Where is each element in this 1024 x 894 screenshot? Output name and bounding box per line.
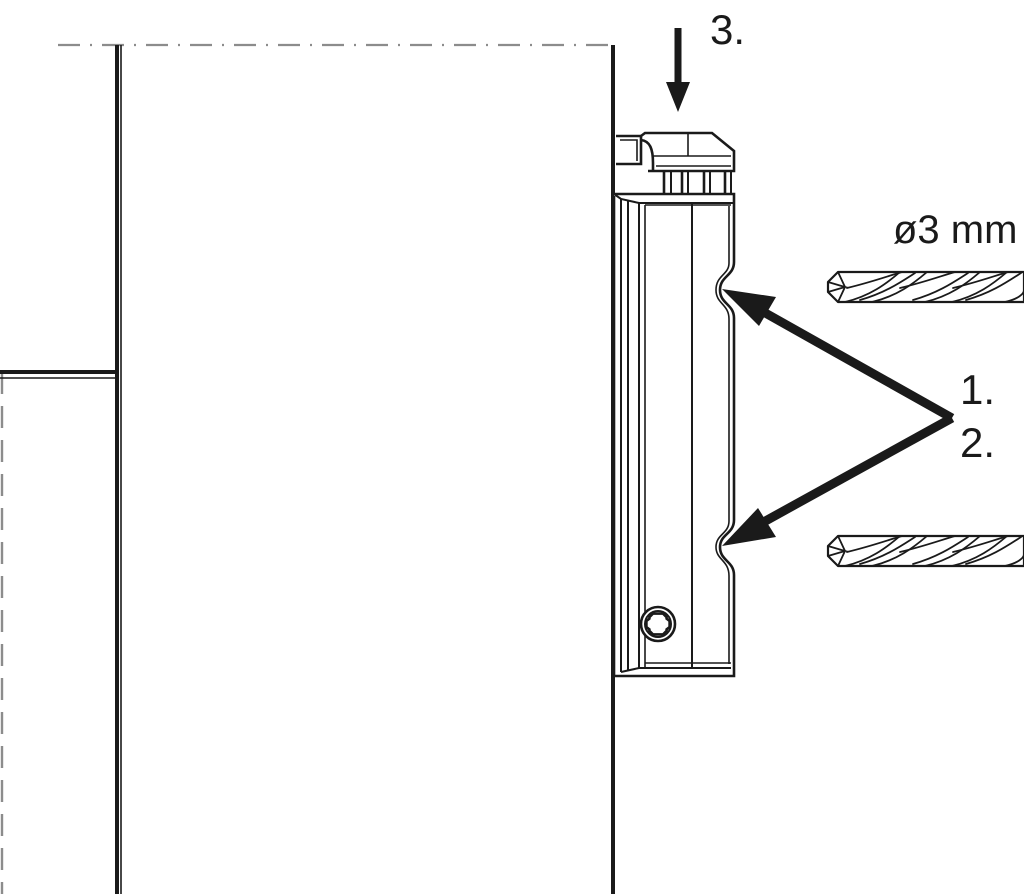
drill-bit-upper-flute-3 [924, 271, 981, 303]
drill-bit-lower-flute-1 [844, 535, 901, 567]
step-1-arrow-shaft [757, 306, 955, 422]
cap-left-tab-inner [620, 139, 638, 161]
cap-left-tab-outline [616, 134, 643, 166]
hinge-plate-body-fill [614, 194, 734, 676]
drill-bit-upper-flute-2 [871, 271, 928, 303]
plate-right-inner-hairline [715, 206, 730, 664]
step-2-arrow-shaft [757, 414, 955, 528]
cap-main-fill [648, 134, 734, 170]
drill-bit-upper-land-4 [912, 272, 969, 301]
drill-bit-upper-land-1 [846, 271, 903, 289]
step-3-arrow-head [666, 82, 690, 112]
drill-bit-upper-group [826, 270, 1024, 304]
adjustment-screw-group [639, 605, 677, 643]
drill-bit-lower-land-3 [899, 535, 956, 553]
step-1-label: 1. [960, 366, 995, 413]
drill-bit-upper-flute-1 [844, 271, 901, 303]
callout-arrows-steps-1-2 [722, 289, 955, 546]
drill-bit-lower-group [826, 534, 1024, 568]
drill-bit-lower-land-1 [846, 535, 903, 553]
cap-top-outline [640, 131, 736, 173]
drill-bit-lower-flute-4 [951, 535, 1008, 567]
step-2-label: 2. [960, 419, 995, 466]
plate-bottom-bevel [620, 667, 731, 673]
drill-bit-lower-flute-5 [1004, 553, 1024, 567]
cap-shoulder-curve [640, 138, 655, 171]
drill-bit-lower-flute-3 [924, 535, 981, 567]
drill-bit-lower-land-5 [952, 535, 1009, 553]
drill-bit-lower-land-4 [912, 536, 969, 565]
step-3-label: 3. [710, 6, 745, 53]
plate-top-bevel [613, 193, 734, 204]
step-1-arrow-head [722, 289, 776, 326]
hinge-mounting-plate-group [612, 192, 736, 678]
drill-bit-upper-tip-edge [837, 271, 846, 303]
drill-bit-lower-tip-edge [837, 535, 846, 567]
step-2-arrow-head [722, 508, 776, 546]
drill-bit-upper-land-2 [859, 272, 916, 301]
cabinet-panel-group [0, 43, 615, 894]
cap-left-tab-fill [617, 136, 640, 160]
drill-diameter-label: ø3 mm [893, 208, 1017, 252]
plate-cover-cap-group [616, 131, 736, 194]
drill-bit-upper-flute-5 [1004, 289, 1024, 303]
hinge-plate-outline [614, 192, 736, 678]
callout-arrow-step-3 [666, 28, 690, 112]
drill-bit-upper-land-3 [899, 271, 956, 289]
screw-torx-recess [645, 612, 671, 636]
drill-bit-lower-flute-2 [871, 535, 928, 567]
drill-bit-upper-land-6 [965, 272, 1022, 301]
drill-bit-upper-flute-4 [951, 271, 1008, 303]
drill-bit-lower-land-2 [859, 536, 916, 565]
drill-bit-lower-land-6 [965, 536, 1022, 565]
drill-bit-upper-land-5 [952, 271, 1009, 289]
